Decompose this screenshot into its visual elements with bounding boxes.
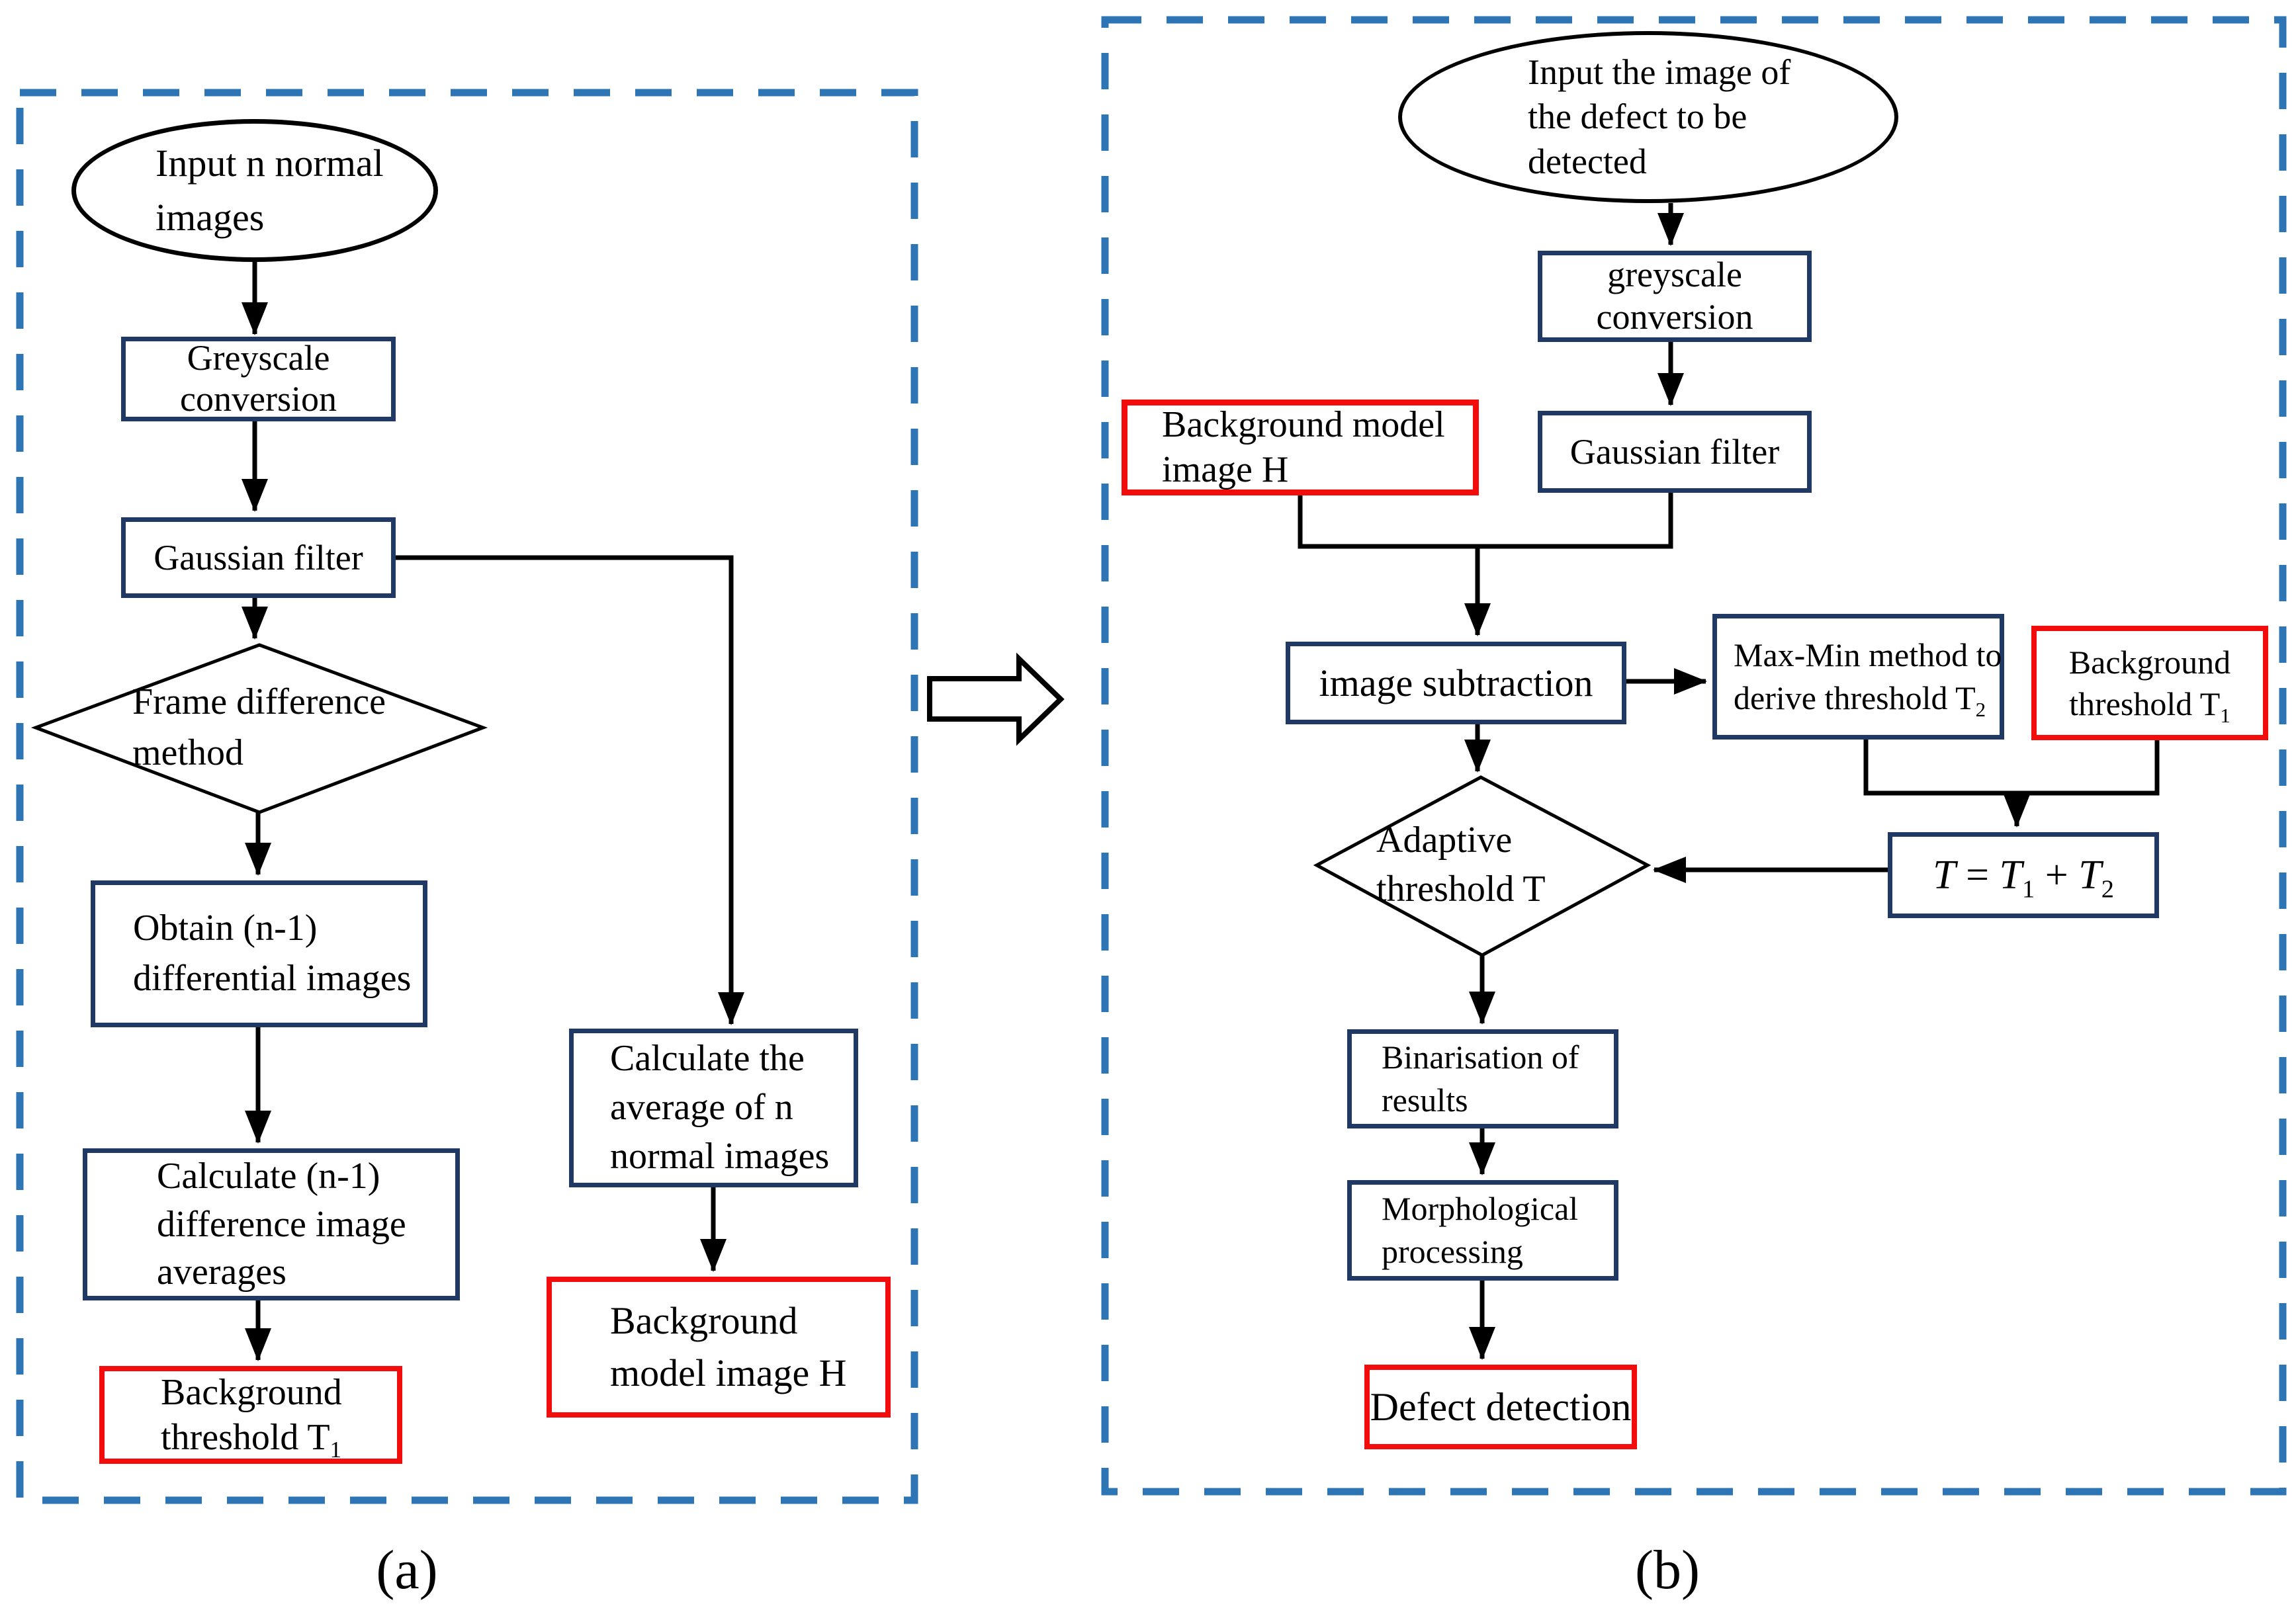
text-line: Adaptive [1376, 820, 1513, 861]
text-line: Frame difference [132, 681, 386, 722]
math-var: T [1933, 852, 1956, 898]
text-line: differential images [133, 958, 412, 999]
maxmin-threshold-box: Max-Min method to derive threshold T2 [1712, 614, 2004, 740]
text-line: method [132, 732, 243, 773]
text-line: derive threshold T2 [1734, 677, 1986, 720]
text-line: Background [610, 1299, 798, 1343]
connector-b-merge-model-gaussian [1298, 493, 1673, 549]
text-segment: derive threshold T [1734, 679, 1976, 716]
image-subtraction-box: image subtraction [1286, 642, 1626, 724]
text-line: average of n [610, 1087, 793, 1128]
text-line: Morphological [1382, 1190, 1579, 1227]
text-line: model image H [610, 1351, 847, 1394]
text-line: Greyscale [187, 338, 330, 378]
subscript: 1 [330, 1437, 341, 1463]
panel-a-caption: (a) [376, 1539, 438, 1601]
subscript: 1 [2022, 874, 2035, 903]
text-line: Input the image of [1528, 52, 1791, 92]
calculate-average-box: Calculate the average of n normal images [569, 1029, 858, 1187]
subscript: 2 [2101, 874, 2114, 903]
threshold-equation-box: T = T1 + T2 [1888, 832, 2159, 918]
text-line: Input n normal [155, 141, 384, 185]
text-line: threshold T1 [2069, 683, 2230, 727]
text-segment: threshold T [2069, 685, 2221, 722]
text-line: Max-Min method to [1734, 636, 2002, 673]
frame-difference-diamond-label: Frame difference method [132, 677, 450, 779]
text-line: processing [1382, 1233, 1523, 1270]
defect-detection-box: Defect detection [1364, 1365, 1637, 1449]
text-line: averages [157, 1252, 287, 1293]
math-operator: + [2035, 852, 2079, 898]
gaussian-filter-box-a: Gaussian filter [121, 517, 396, 598]
gaussian-filter-box-b: Gaussian filter [1538, 411, 1812, 493]
greyscale-conversion-box-a: Greyscale conversion [121, 337, 396, 421]
text-line: Binarisation of [1382, 1039, 1579, 1076]
morphological-processing-box: Morphological processing [1347, 1180, 1618, 1281]
text-line: threshold T1 [161, 1415, 341, 1463]
terminator-text: Input n normal images [76, 136, 433, 245]
text-line: Calculate (n-1) [157, 1155, 380, 1197]
calculate-difference-averages-box: Calculate (n-1) difference image average… [83, 1148, 460, 1300]
text-line: Background [161, 1371, 342, 1413]
input-normal-images-terminator: Input n normal images [71, 119, 438, 262]
binarisation-box: Binarisation of results [1347, 1029, 1618, 1128]
text-line: results [1382, 1082, 1468, 1119]
text-line: Background model [1162, 404, 1445, 446]
math-operator: = [1955, 852, 2000, 898]
panel-b-caption: (b) [1635, 1539, 1700, 1601]
subscript: 1 [2220, 703, 2230, 727]
text-line: conversion [1596, 297, 1753, 337]
text-line: conversion [180, 379, 337, 419]
obtain-differential-images-box: Obtain (n-1) differential images [91, 880, 427, 1027]
background-model-image-box-b: Background model image H [1122, 400, 1479, 495]
text-line: Gaussian filter [1569, 432, 1780, 472]
connector-b-merge-thresholds [1863, 740, 2160, 796]
input-defect-image-terminator: Input the image of the defect to be dete… [1398, 31, 1898, 203]
panel-transition-arrow-icon [927, 652, 1065, 746]
text-line: Calculate the [610, 1038, 805, 1080]
text-line: images [155, 196, 265, 239]
terminator-text: Input the image of the defect to be dete… [1402, 50, 1894, 185]
text-line: image H [1162, 448, 1289, 490]
equation-text: T = T1 + T2 [1933, 852, 2114, 902]
panel-b-dashed-border [1101, 16, 2287, 1496]
math-var: T [1999, 852, 2023, 898]
text-line: Background [2068, 644, 2231, 681]
arrow-a-gaussian-to-calc-average [396, 555, 744, 1025]
subscript: 2 [1975, 698, 1986, 721]
text-line: threshold T [1376, 869, 1546, 910]
panel-a-dashed-border [16, 89, 918, 1504]
math-var: T [2078, 852, 2101, 898]
text-line: difference image [157, 1203, 406, 1245]
background-threshold-t1-box-b: Background threshold T1 [2031, 626, 2268, 740]
text-line: normal images [610, 1135, 830, 1177]
background-threshold-t1-box-a: Background threshold T1 [99, 1366, 402, 1464]
text-line: image subtraction [1319, 661, 1593, 704]
text-line: detected [1528, 141, 1647, 181]
text-segment: threshold T [161, 1417, 330, 1458]
text-line: greyscale [1607, 255, 1742, 295]
text-line: Gaussian filter [154, 538, 363, 577]
greyscale-conversion-box-b: greyscale conversion [1538, 251, 1812, 342]
text-line: Defect detection [1370, 1384, 1632, 1429]
background-model-image-box-a: Background model image H [547, 1277, 891, 1418]
text-line: Obtain (n-1) [133, 908, 318, 949]
text-line: the defect to be [1528, 97, 1747, 137]
adaptive-threshold-diamond-label: Adaptive threshold T [1363, 816, 1661, 915]
